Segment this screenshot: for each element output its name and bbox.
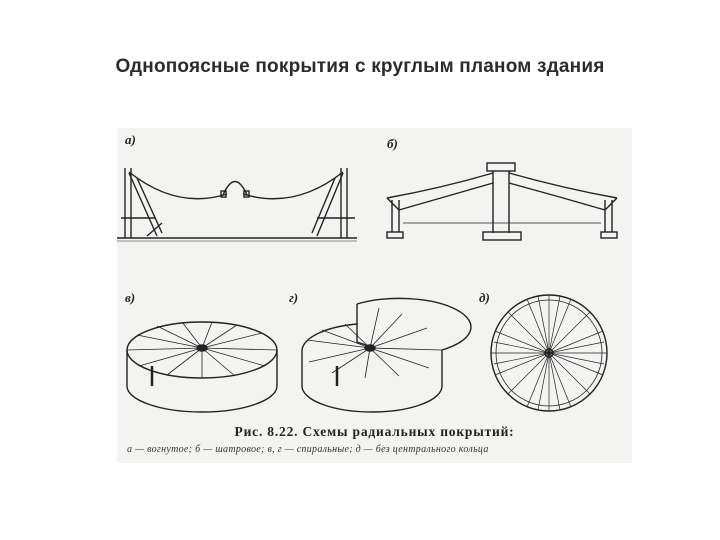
drawing-concave-roof — [117, 168, 357, 242]
panel-label-v: в) — [125, 290, 136, 305]
figure-caption: Рис. 8.22. Схемы радиальных покрытий: — [234, 424, 515, 439]
panel-label-d: д) — [479, 290, 490, 305]
figure-radial-roofs: а) б) в) г) д) Рис. 8.22. Схемы радиальн… — [117, 128, 632, 463]
drawing-wheel — [490, 294, 608, 412]
drawing-spiral-drum-cut — [301, 297, 472, 413]
figure-legend: а — вогнутое; б — шатровое; в, г — спира… — [127, 444, 489, 455]
slide-title: Однопоясные покрытия с круглым планом зд… — [115, 56, 605, 77]
drawing-tent-roof — [386, 162, 618, 241]
panel-label-a: а) — [125, 132, 136, 147]
panel-label-b: б) — [387, 136, 398, 151]
drawing-spiral-drum — [126, 321, 278, 413]
panel-label-g: г) — [289, 290, 299, 305]
figure-drawings — [117, 162, 618, 413]
